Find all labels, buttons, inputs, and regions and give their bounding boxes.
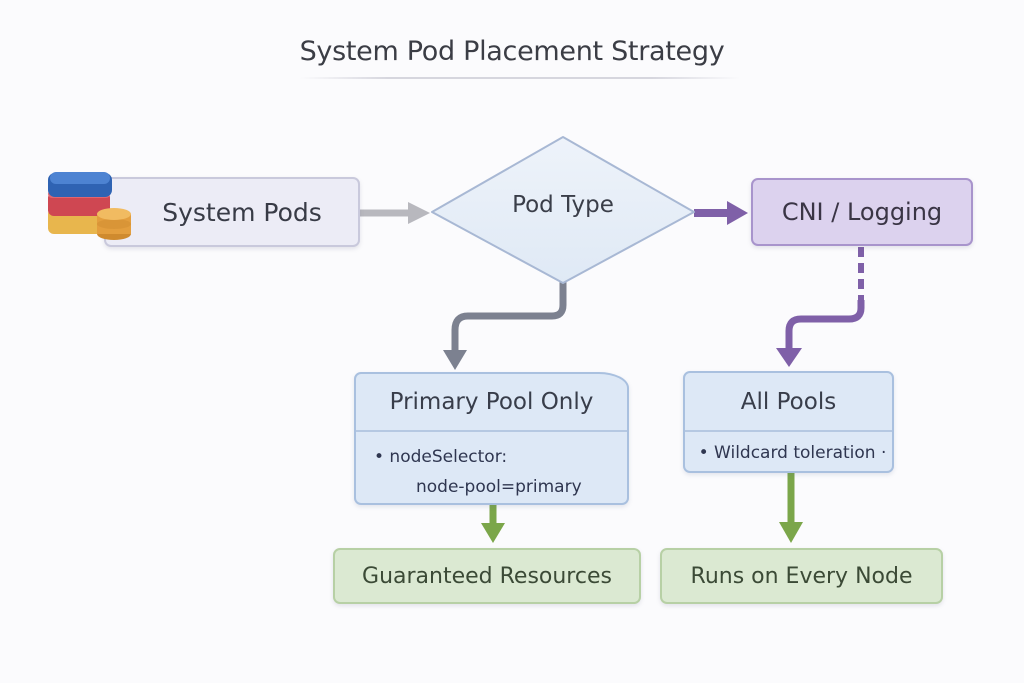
wildcard-toleration-line: • Wildcard toleration · (698, 443, 887, 463)
arrow-primary-to-guaranteed (481, 505, 505, 543)
stacked-layers-with-coins-icon (48, 172, 131, 240)
title-divider (300, 77, 740, 79)
arrow-cni-to-allpools (776, 247, 865, 367)
arrow-system-to-podtype (360, 202, 430, 224)
primary-pool-title: Primary Pool Only (356, 374, 627, 432)
node-selector-line: • nodeSelector: (374, 447, 508, 467)
primary-pool-node: Primary Pool Only • nodeSelector: node-p… (354, 372, 629, 505)
runs-on-every-node-node: Runs on Every Node (660, 548, 943, 604)
arrow-podtype-to-cni (694, 201, 748, 225)
pod-type-decision-diamond (431, 136, 695, 284)
runs-on-every-node-label: Runs on Every Node (690, 563, 913, 589)
cni-logging-label: CNI / Logging (781, 198, 943, 226)
all-pools-details: • Wildcard toleration · (685, 432, 892, 468)
arrow-podtype-to-primary (443, 282, 567, 370)
arrow-allpools-to-everynode (779, 473, 803, 543)
cni-logging-node: CNI / Logging (751, 178, 973, 246)
primary-pool-details: • nodeSelector: node-pool=primary (356, 432, 627, 502)
diagram-title: System Pod Placement Strategy (299, 36, 725, 67)
guaranteed-resources-node: Guaranteed Resources (333, 548, 641, 604)
node-pool-value-line: node-pool=primary (416, 477, 582, 497)
all-pools-node: All Pools • Wildcard toleration · (683, 371, 894, 473)
system-pods-label: System Pods (162, 197, 322, 227)
pod-type-label: Pod Type (512, 192, 614, 218)
system-pods-node: System Pods (104, 177, 360, 247)
guaranteed-resources-label: Guaranteed Resources (362, 563, 612, 589)
all-pools-title: All Pools (685, 373, 892, 432)
